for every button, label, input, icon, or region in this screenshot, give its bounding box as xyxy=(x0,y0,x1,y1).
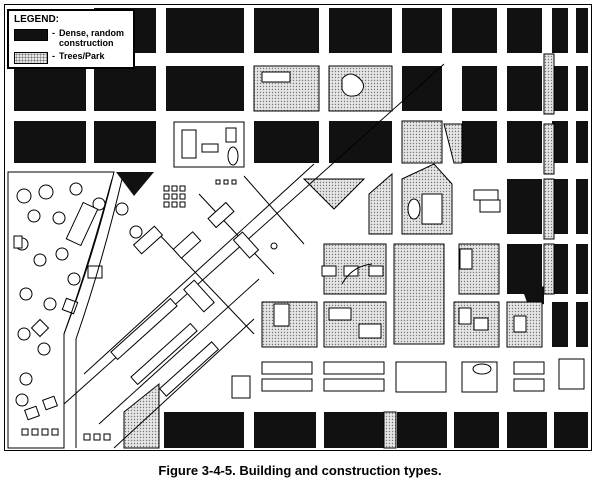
legend-label-trees: Trees/Park xyxy=(59,51,105,61)
trees-swatch xyxy=(14,52,48,64)
park-edges xyxy=(383,53,555,449)
legend-item-dense: - Dense, random construction xyxy=(14,28,128,48)
city-map xyxy=(4,4,592,451)
legend-item-trees: - Trees/Park xyxy=(14,51,128,64)
legend-dash: - xyxy=(52,51,55,61)
dense-swatch xyxy=(14,29,48,41)
buildings xyxy=(173,121,585,399)
house-grid xyxy=(21,179,237,441)
residential-trees xyxy=(7,171,143,449)
legend-title: LEGEND: xyxy=(14,14,59,25)
diagonal-district xyxy=(63,63,445,449)
dense-blocks xyxy=(14,8,588,448)
legend-dash: - xyxy=(52,28,55,38)
legend-label-dense: Dense, random construction xyxy=(59,28,125,48)
figure-caption: Figure 3-4-5. Building and construction … xyxy=(158,463,442,478)
map-legend: LEGEND: - Dense, random construction - T… xyxy=(7,9,135,69)
